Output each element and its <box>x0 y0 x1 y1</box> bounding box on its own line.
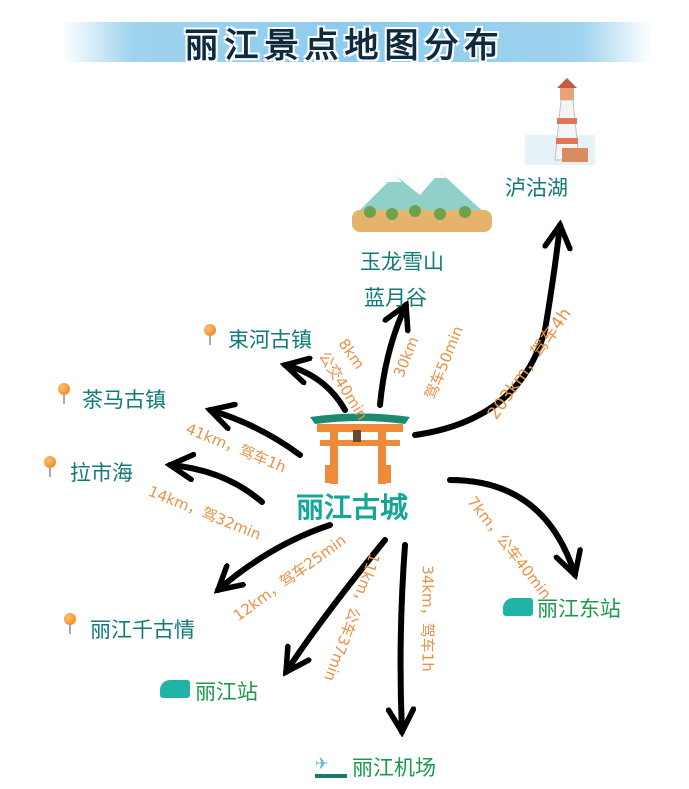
arrow-to-airport <box>401 542 405 732</box>
arrow-to-east-station <box>447 477 575 575</box>
location-pin-icon <box>58 383 70 404</box>
place-lijiang-airport: 丽江机场 <box>352 756 436 780</box>
place-lashi: 拉市海 <box>70 461 133 485</box>
arrow-to-chama <box>210 410 303 458</box>
location-pin-icon <box>64 613 76 634</box>
place-yulong-snow-mountain: 玉龙雪山 <box>360 250 444 274</box>
place-lijiang-east-station: 丽江东站 <box>537 597 621 621</box>
arrow-to-lugu <box>412 225 560 438</box>
title-banner <box>62 22 652 62</box>
place-qiangu: 丽江千古情 <box>90 618 195 642</box>
route-label-airport: 34km，驾车1h <box>418 565 437 672</box>
arrow-to-shuhe <box>285 365 348 413</box>
arrow-to-station <box>286 537 388 672</box>
arrow-to-qiangu <box>218 522 333 590</box>
lighthouse-icon <box>525 78 595 165</box>
place-chama: 茶马古镇 <box>82 388 166 412</box>
page-title: 丽江景点地图分布 <box>184 26 505 66</box>
place-lugu-lake: 泸沽湖 <box>505 176 568 200</box>
snow-mountain-icon <box>352 172 492 232</box>
train-icon <box>503 598 533 616</box>
arrow-to-yulong <box>377 305 406 408</box>
place-blue-moon-valley: 蓝月谷 <box>364 286 427 310</box>
airplane-icon: ✈ <box>315 756 347 778</box>
train-icon <box>160 680 190 698</box>
place-lijiang-station: 丽江站 <box>195 680 258 704</box>
torii-gate-icon <box>310 413 410 484</box>
location-pin-icon <box>44 456 56 477</box>
place-shuhe: 束河古镇 <box>228 328 312 352</box>
arrow-to-lashi <box>170 465 265 505</box>
location-pin-icon <box>204 324 216 345</box>
center-lijiang-old-town: 丽江古城 <box>296 491 409 524</box>
